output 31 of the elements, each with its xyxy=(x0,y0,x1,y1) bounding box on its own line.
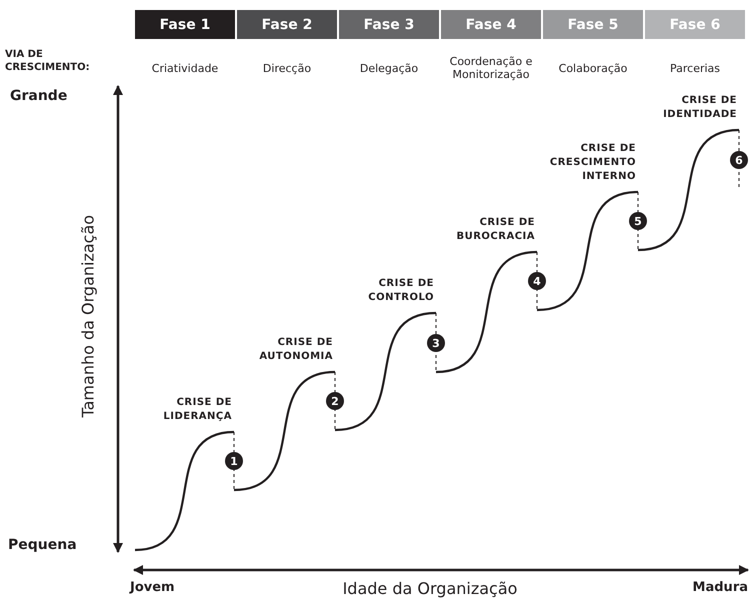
growth-path-label: Criatividade xyxy=(150,62,220,75)
axis-end-label: Madura xyxy=(692,580,748,595)
axis-label: Idade da Organização xyxy=(342,579,518,598)
crisis-number-badge: 3 xyxy=(427,334,445,352)
axis-label: Tamanho da Organização xyxy=(78,218,98,418)
phase-box: Fase 6 xyxy=(645,10,745,39)
row-heading: VIA DE CRESCIMENTO: xyxy=(5,48,91,74)
crisis-label: CRISE DE LIDERANÇA xyxy=(162,396,232,424)
growth-path-label: Delegação xyxy=(358,62,420,75)
crisis-label: CRISE DE CONTROLO xyxy=(367,277,434,305)
phase-box: Fase 3 xyxy=(339,10,439,39)
axis-end-label: Grande xyxy=(10,88,68,104)
phase-box: Fase 5 xyxy=(543,10,643,39)
crisis-label: CRISE DE AUTONOMIA xyxy=(258,336,333,364)
growth-path-label: Parcerias xyxy=(668,62,722,75)
crisis-number-badge: 1 xyxy=(225,452,243,470)
crisis-label: CRISE DE IDENTIDADE xyxy=(662,94,737,122)
phase-box: Fase 2 xyxy=(237,10,337,39)
crisis-number-badge: 2 xyxy=(326,392,344,410)
crisis-number-badge: 4 xyxy=(528,272,546,290)
axis-end-label: Pequena xyxy=(8,537,77,553)
crisis-label: CRISE DE BUROCRACIA xyxy=(455,216,535,244)
phase-box: Fase 1 xyxy=(135,10,235,39)
crisis-number-badge: 5 xyxy=(629,212,647,230)
crisis-number-badge: 6 xyxy=(730,151,748,169)
phase-box: Fase 4 xyxy=(441,10,541,39)
growth-path-label: Colaboração xyxy=(558,62,628,75)
axis-end-label: Jovem xyxy=(130,580,175,595)
growth-path-label: Direcção xyxy=(262,62,312,75)
growth-path-label: Coordenação e Monitorização xyxy=(448,55,534,81)
crisis-label: CRISE DE CRESCIMENTO INTERNO xyxy=(548,142,636,184)
